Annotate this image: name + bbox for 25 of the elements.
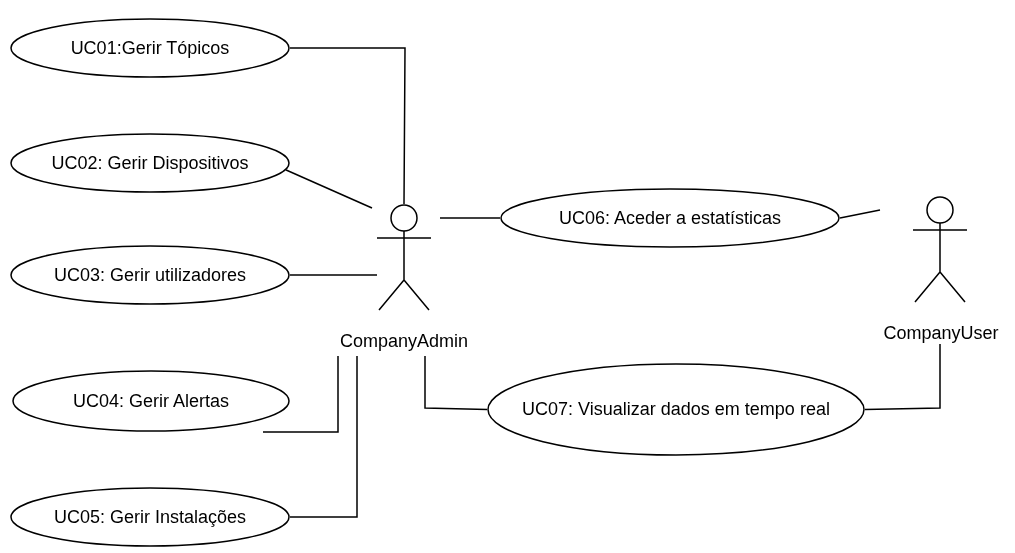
use-case-ellipse	[10, 18, 290, 78]
association-line	[262, 355, 339, 433]
association-line	[424, 355, 488, 411]
association-line	[439, 217, 501, 219]
use-case-label: UC01:Gerir Tópicos	[69, 36, 231, 60]
use-case-ellipse	[10, 245, 290, 305]
actor-label: CompanyUser	[882, 323, 1000, 344]
use-case-label: UC02: Gerir Dispositivos	[50, 151, 250, 175]
use-case-label: UC07: Visualizar dados em tempo real	[521, 398, 831, 422]
association-line	[289, 47, 406, 205]
use-case-ellipse	[10, 133, 290, 193]
association-line	[864, 343, 941, 411]
association-line	[839, 209, 881, 219]
use-case-label: UC05: Gerir Instalações	[52, 505, 248, 529]
use-case-ellipse	[12, 370, 290, 432]
use-case-label: UC04: Gerir Alertas	[71, 389, 231, 413]
association-line	[289, 274, 378, 276]
use-case-ellipse	[487, 363, 865, 456]
use-case-ellipse	[500, 188, 840, 248]
association-line	[285, 169, 373, 209]
association-line	[289, 355, 358, 518]
actor-label: CompanyAdmin	[338, 331, 470, 352]
use-case-label: UC06: Aceder a estatísticas	[557, 206, 783, 230]
use-case-label: UC03: Gerir utilizadores	[52, 263, 248, 287]
use-case-ellipse	[10, 487, 290, 547]
